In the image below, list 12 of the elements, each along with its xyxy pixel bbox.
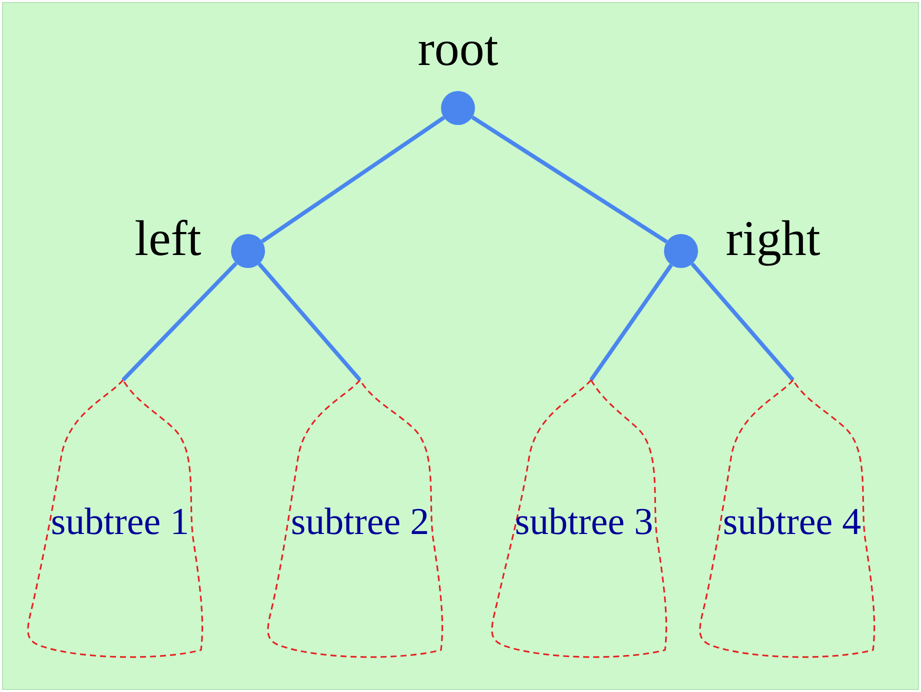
subtree-label: subtree 1 bbox=[50, 500, 190, 545]
tree-edge bbox=[589, 264, 673, 382]
tree-edge bbox=[471, 116, 668, 244]
tree-edge bbox=[122, 262, 238, 382]
tree-edge bbox=[260, 116, 446, 244]
subtree-label: subtree 3 bbox=[514, 500, 654, 545]
node-label: root bbox=[416, 23, 500, 73]
subtree-label: subtree 2 bbox=[290, 500, 430, 545]
node-label: left bbox=[134, 213, 202, 263]
tree-edge bbox=[258, 262, 362, 382]
tree-edge bbox=[690, 262, 795, 382]
subtree-label: subtree 4 bbox=[722, 500, 862, 545]
